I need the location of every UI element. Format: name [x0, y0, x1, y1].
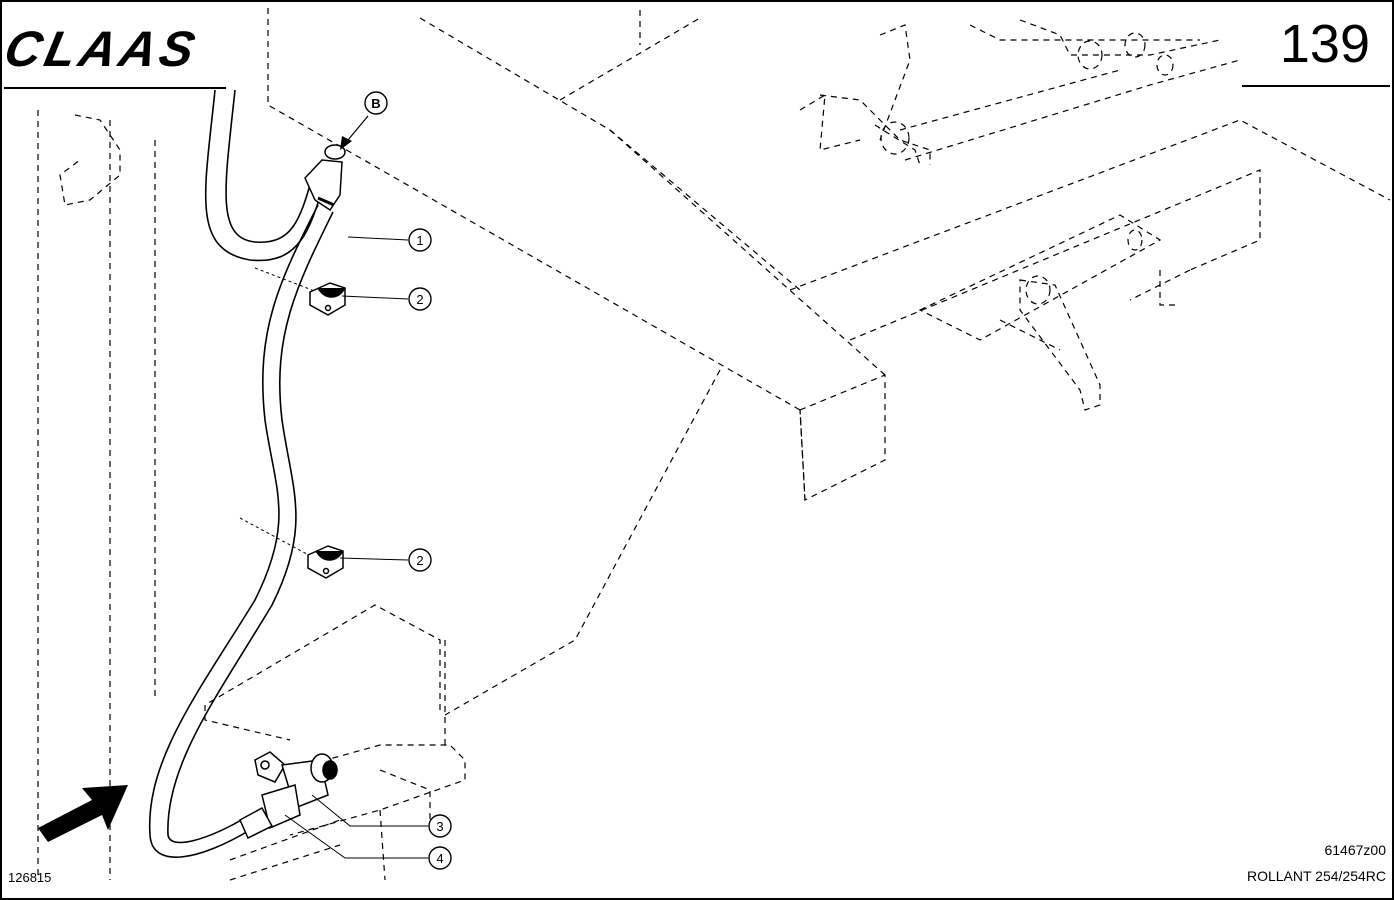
figure-reference-code: 61467z00 — [1324, 842, 1386, 858]
grease-hose — [148, 89, 334, 858]
callout-b-label: B — [371, 96, 380, 111]
lubrication-sensor — [239, 751, 338, 840]
page-number: 139 — [1279, 14, 1370, 74]
hose-clamp-lower — [307, 545, 344, 579]
callout-2-upper: 2 — [408, 287, 432, 311]
callout-3-label: 3 — [436, 819, 443, 834]
detail-b-arrow — [340, 115, 369, 150]
callout-1-label: 1 — [416, 233, 423, 248]
callout-4-label: 4 — [436, 851, 443, 866]
callout-2-lower: 2 — [408, 548, 432, 572]
background-frame-dashed — [37, 8, 1391, 881]
callout-2-upper-label: 2 — [416, 292, 423, 307]
drawing-number: 126815 — [8, 870, 52, 885]
callout-2-lower-label: 2 — [416, 553, 423, 568]
claas-logo: CLAAS — [0, 21, 204, 77]
brand-logo-text: CLAAS — [0, 21, 204, 77]
callout-1: 1 — [408, 228, 432, 252]
direction-arrow-icon — [38, 785, 128, 842]
callout-3: 3 — [428, 814, 452, 838]
hose-clamp-upper — [309, 282, 346, 316]
y-fitting — [304, 144, 346, 212]
leader-lines — [284, 236, 428, 859]
clamp-bolt-dashed — [239, 267, 326, 561]
callout-b: B — [364, 91, 388, 115]
machine-model: ROLLANT 254/254RC — [1246, 868, 1386, 884]
callout-4: 4 — [428, 846, 452, 870]
